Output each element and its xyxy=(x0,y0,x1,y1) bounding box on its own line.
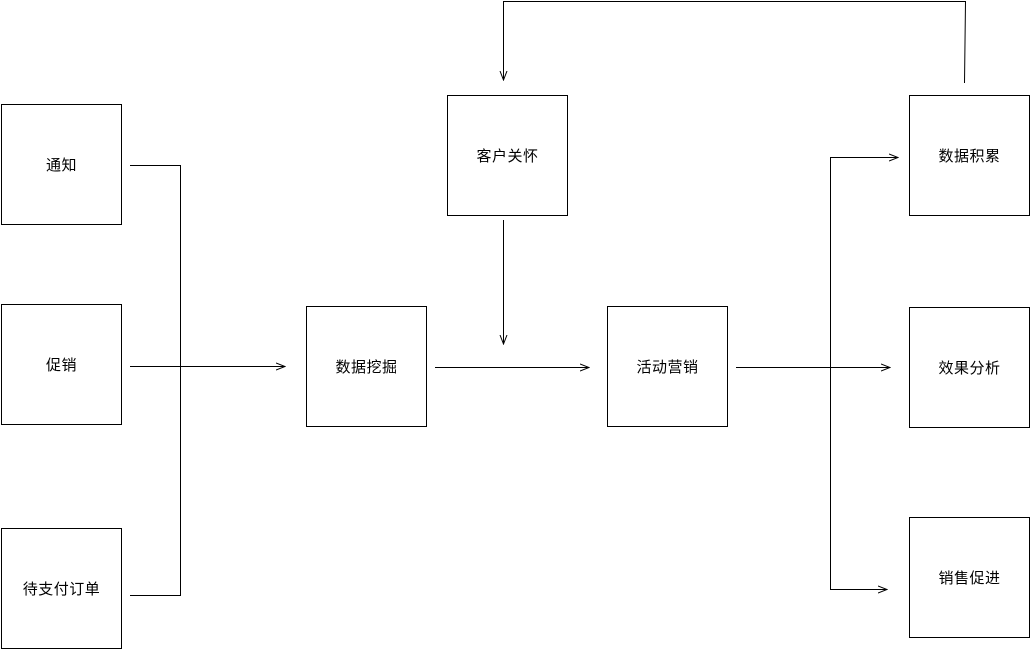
connector-pending-to-bus xyxy=(130,366,181,596)
node-promo: 促销 xyxy=(1,304,122,425)
node-customer-care: 客户关怀 xyxy=(447,95,568,216)
node-campaign-marketing: 活动营销 xyxy=(607,306,728,427)
node-effect-analysis: 效果分析 xyxy=(909,307,1030,428)
node-data-accumulation-label: 数据积累 xyxy=(938,147,1001,165)
node-promo-label: 促销 xyxy=(45,356,77,374)
arrow-activity-to-sales xyxy=(830,367,888,590)
node-sales-promotion-label: 销售促进 xyxy=(938,569,1001,587)
connector-notify-to-bus xyxy=(130,165,181,366)
node-data-mining: 数据挖掘 xyxy=(306,306,427,427)
node-sales-promotion: 销售促进 xyxy=(909,517,1030,638)
node-pending-order-label: 待支付订单 xyxy=(22,580,101,598)
node-notify: 通知 xyxy=(1,104,122,225)
node-data-mining-label: 数据挖掘 xyxy=(335,358,398,376)
node-data-accumulation: 数据积累 xyxy=(909,95,1030,216)
arrow-accum-to-care-feedback xyxy=(504,1,967,84)
node-customer-care-label: 客户关怀 xyxy=(476,147,539,165)
node-effect-analysis-label: 效果分析 xyxy=(938,359,1001,377)
arrow-activity-to-accum xyxy=(830,158,899,367)
node-notify-label: 通知 xyxy=(45,156,77,174)
node-pending-order: 待支付订单 xyxy=(1,528,122,649)
node-campaign-marketing-label: 活动营销 xyxy=(636,358,699,376)
